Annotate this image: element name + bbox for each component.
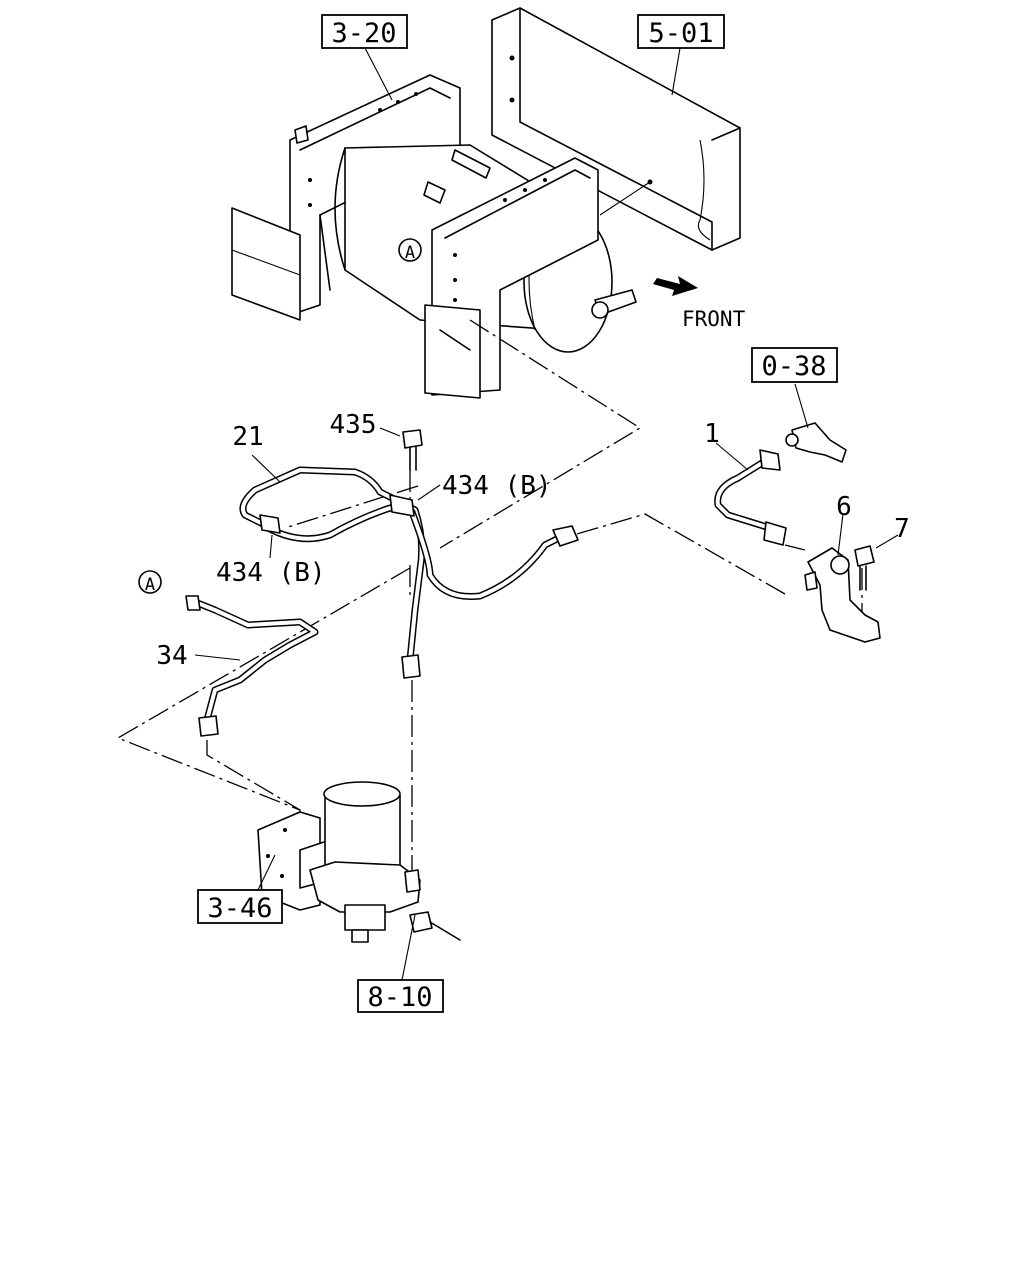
svg-text:3-46: 3-46 [207,893,272,924]
front-arrow-icon [653,276,698,296]
air-tank-assembly [231,74,637,399]
callout-21: 21 [232,422,263,452]
front-label: FRONT [682,307,746,331]
callout-435: 435 [330,410,377,440]
callout-434b-upper: 434 (B) [442,471,552,501]
circle-marker-icon: A [398,238,422,263]
callout-434b-lower: 434 (B) [216,558,326,588]
pipe-21 [239,466,579,679]
ref-box-3-46: 3-46 [197,889,283,924]
air-dryer [257,781,421,943]
ref-box-8-10: 8-10 [357,979,444,1013]
bolt-435 [402,429,423,471]
callout-7: 7 [894,514,910,544]
callout-1: 1 [704,419,720,449]
callout-6: 6 [836,492,852,522]
bracket-6 [804,547,881,643]
ref-box-5-01: 5-01 [637,14,725,49]
elbow-fitting [785,422,847,463]
circle-marker-icon: A [138,570,162,595]
svg-text:8-10: 8-10 [367,982,432,1013]
marker-a-lower: A [145,575,155,595]
ref-box-0-38: 0-38 [751,347,838,383]
svg-text:3-20: 3-20 [331,18,396,49]
frame-rail [491,7,741,251]
connector-8-10 [409,911,461,941]
svg-text:5-01: 5-01 [648,18,713,49]
svg-text:0-38: 0-38 [761,351,826,382]
pipe-34 [185,595,319,737]
hose-1 [714,449,787,546]
bolt-7 [854,545,875,591]
ref-box-3-20: 3-20 [321,14,408,49]
callout-34: 34 [156,641,187,671]
leader-lines [194,47,899,981]
marker-a-upper: A [405,243,415,263]
